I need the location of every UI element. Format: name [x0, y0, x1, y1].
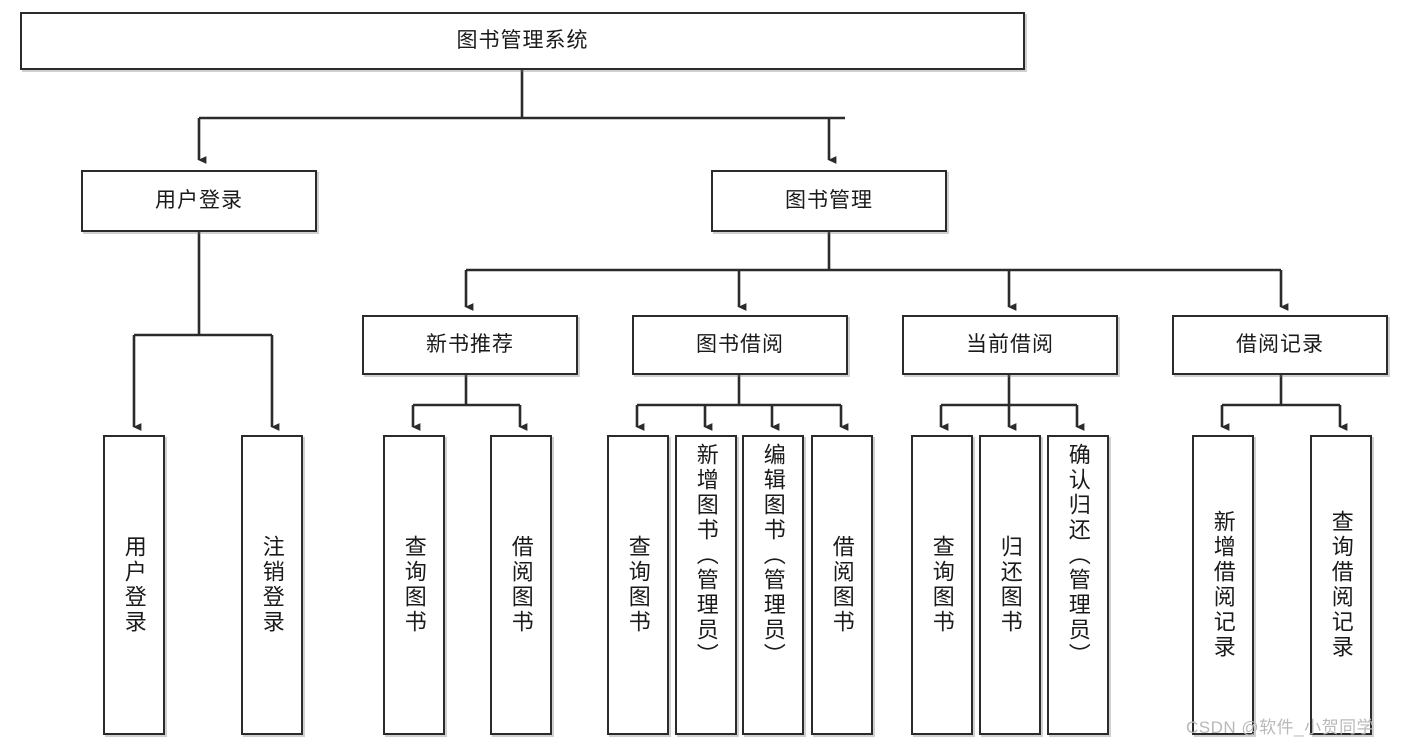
node-leaf-borrow-book-2[interactable]: 借阅图书 — [811, 435, 873, 735]
node-book-borrow[interactable]: 图书借阅 — [632, 315, 848, 375]
node-label: 查询借阅记录 — [1328, 510, 1354, 660]
connector-userlogin-to-leaves — [132, 232, 280, 431]
node-book-management-system[interactable]: 图书管理系统 — [20, 12, 1025, 70]
node-label: 查询图书 — [401, 535, 427, 635]
node-label: 用户登录 — [155, 189, 243, 213]
node-label: 借阅图书 — [829, 535, 855, 635]
node-label: 查询图书 — [929, 535, 955, 635]
node-book-management[interactable]: 图书管理 — [711, 170, 947, 232]
node-leaf-query-record[interactable]: 查询借阅记录 — [1310, 435, 1372, 735]
node-leaf-query-book-1[interactable]: 查询图书 — [383, 435, 445, 735]
connector-borrowrecord-to-leaves — [1220, 375, 1348, 431]
node-current-borrow[interactable]: 当前借阅 — [902, 315, 1118, 375]
connector-root-to-level2 — [197, 70, 845, 164]
node-leaf-query-book-3[interactable]: 查询图书 — [911, 435, 973, 735]
node-label: 当前借阅 — [966, 333, 1054, 357]
node-leaf-logout-login[interactable]: 注销登录 — [241, 435, 303, 735]
node-new-book-recommend[interactable]: 新书推荐 — [362, 315, 578, 375]
node-label: 查询图书 — [625, 535, 651, 635]
node-leaf-confirm-return[interactable]: 确认归还（管理员） — [1047, 435, 1109, 735]
node-label: 新增借阅记录 — [1210, 510, 1236, 660]
node-leaf-return-book[interactable]: 归还图书 — [979, 435, 1041, 735]
node-label: 借阅图书 — [508, 535, 534, 635]
node-leaf-add-book[interactable]: 新增图书（管理员） — [675, 435, 737, 735]
node-label: 图书借阅 — [696, 333, 784, 357]
node-user-login[interactable]: 用户登录 — [81, 170, 317, 232]
node-label: 新书推荐 — [426, 333, 514, 357]
csdn-watermark: CSDN @软件_小贺同学 — [1186, 718, 1375, 737]
node-label: 归还图书 — [997, 535, 1023, 635]
connector-bookborrow-to-leaves — [635, 375, 849, 431]
node-label: 确认归还（管理员） — [1065, 443, 1091, 668]
node-label: 借阅记录 — [1236, 333, 1324, 357]
node-leaf-query-book-2[interactable]: 查询图书 — [607, 435, 669, 735]
node-label: 图书管理系统 — [456, 29, 589, 53]
node-leaf-add-record[interactable]: 新增借阅记录 — [1192, 435, 1254, 735]
node-borrow-record[interactable]: 借阅记录 — [1172, 315, 1388, 375]
node-leaf-borrow-book-1[interactable]: 借阅图书 — [490, 435, 552, 735]
connector-bookmanage-to-level3 — [464, 232, 1289, 311]
connector-newbook-to-leaves — [411, 375, 528, 431]
node-label: 新增图书（管理员） — [693, 443, 719, 668]
node-label: 注销登录 — [259, 535, 285, 635]
node-leaf-user-login[interactable]: 用户登录 — [103, 435, 165, 735]
node-label: 图书管理 — [785, 189, 873, 213]
node-label: 编辑图书（管理员） — [760, 443, 786, 668]
connector-currentborrow-to-leaves — [939, 375, 1085, 431]
node-label: 用户登录 — [121, 535, 147, 635]
node-leaf-edit-book[interactable]: 编辑图书（管理员） — [742, 435, 804, 735]
